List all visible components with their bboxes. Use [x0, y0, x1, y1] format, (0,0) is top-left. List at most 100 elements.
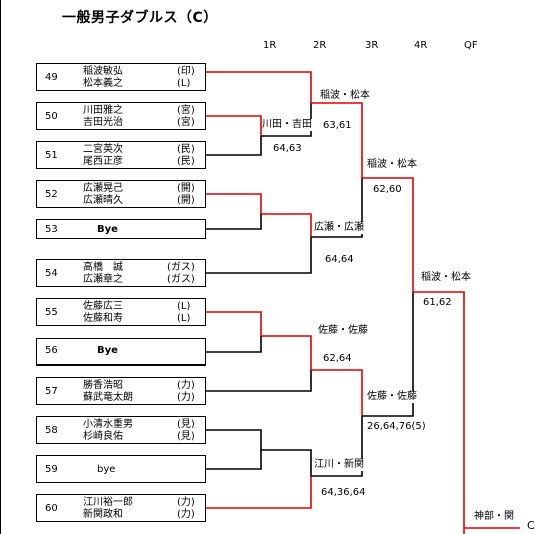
match-winner: 稲波・松本: [320, 90, 370, 102]
entry-box: 51 二宮英次 (民) 尾西正彦 (民): [36, 141, 206, 169]
entry-box: 49 稲波敏弘 (印) 松本義之 (L): [36, 63, 206, 91]
match-score: 64,63: [273, 143, 302, 154]
bracket-line-win: [206, 193, 312, 237]
player-affiliation: (ガス): [167, 262, 195, 273]
round-header-1r: 1R: [263, 40, 277, 51]
match-score: 63,61: [323, 120, 352, 131]
bracket-line: [206, 136, 262, 156]
player-affiliation: (開): [177, 195, 195, 206]
entry-box: 59 bye: [36, 455, 206, 483]
entry-box: 52 広瀬晃己 (開) 広瀬晴久 (開): [36, 180, 206, 208]
match-winner: 川田・吉田: [262, 119, 312, 131]
bracket-line: [206, 237, 312, 274]
player-name: 小清水重男: [83, 419, 133, 430]
player-name: 広瀬晃己: [83, 183, 123, 194]
bracket-line: [206, 336, 262, 353]
player-affiliation: (L): [177, 313, 191, 324]
bracket-line: [206, 214, 262, 230]
player-name: 松本義之: [83, 78, 123, 89]
left-border: [0, 0, 1, 534]
entry-seed: 60: [45, 503, 58, 514]
player-name: 江川裕一郎: [83, 497, 133, 508]
match-score: 26,64,76(5): [367, 421, 426, 432]
player-affiliation: (民): [177, 144, 195, 155]
bracket-line-win: [311, 102, 363, 178]
player-affiliation: (L): [177, 78, 191, 89]
player-name: 吉田光治: [83, 117, 123, 128]
round-header-qf: QF: [464, 40, 478, 51]
bracket-line-win: [206, 115, 262, 136]
bracket-line: [206, 370, 312, 392]
player-name: 二宮英次: [83, 144, 123, 155]
bracket-line: [311, 416, 363, 477]
entry-seed: 49: [45, 72, 58, 83]
match-winner: 稲波・松本: [367, 159, 417, 171]
bracket-line: [311, 178, 363, 238]
round-header-4r: 4R: [414, 40, 428, 51]
bracket-line-win: [206, 311, 312, 370]
player-affiliation: (民): [177, 156, 195, 167]
bye-label: Bye: [97, 345, 118, 356]
player-name: 新関政和: [83, 509, 123, 520]
entry-seed: 52: [45, 189, 58, 200]
entry-seed: 57: [45, 386, 58, 397]
entry-seed: 51: [45, 150, 58, 161]
bracket-line: [362, 292, 414, 417]
bracket-line-win: [362, 177, 414, 292]
player-name: 勝香浩昭: [83, 380, 123, 391]
player-affiliation: (力): [177, 497, 195, 508]
player-name: 杉崎良佑: [83, 431, 123, 442]
entry-seed: 59: [45, 464, 58, 475]
bye-label: Bye: [97, 224, 118, 235]
entry-box: 53 Bye: [36, 219, 206, 239]
bracket-line-win: [206, 476, 312, 509]
entry-seed: 50: [45, 111, 58, 122]
player-name: 広瀬晴久: [83, 195, 123, 206]
player-name: 蘇武竜太朗: [83, 392, 133, 403]
player-affiliation: (力): [177, 509, 195, 520]
match-score: 62,60: [373, 184, 402, 195]
match-winner: 広瀬・広瀬: [314, 222, 364, 234]
entry-box: 55 佐藤広三 (L) 佐藤和寿 (L): [36, 298, 206, 326]
bracket-line: [206, 450, 262, 470]
match-winner: 神部・関: [474, 511, 514, 523]
entry-seed: 55: [45, 307, 58, 318]
match-winner: 佐藤・佐藤: [367, 391, 417, 403]
bracket-line-win: [413, 291, 465, 534]
entry-box: 56 Bye: [36, 338, 206, 366]
page-title: 一般男子ダブルス（C）: [62, 10, 218, 26]
entry-box: 60 江川裕一郎 (力) 新関政和 (力): [36, 494, 206, 522]
entry-seed: 56: [45, 345, 58, 356]
entry-box: 50 川田雅之 (宮) 吉田光治 (宮): [36, 102, 206, 130]
player-affiliation: (宮): [177, 105, 195, 116]
player-affiliation: (L): [177, 301, 191, 312]
match-winner: 佐藤・佐藤: [318, 325, 368, 337]
match-score: 61,62: [423, 297, 452, 308]
match-score: 62,64: [323, 353, 352, 364]
player-name: 川田雅之: [83, 105, 123, 116]
player-name: 高橋 誠: [83, 262, 123, 273]
bracket-line: [261, 103, 312, 137]
round-header-3r: 3R: [365, 40, 379, 51]
player-name: 佐藤和寿: [83, 313, 123, 324]
bracket-line-win: [311, 369, 363, 416]
continuation-marker: C: [527, 519, 535, 532]
player-name: 尾西正彦: [83, 156, 123, 167]
entry-seed: 53: [45, 224, 58, 235]
bye-label: bye: [97, 464, 116, 475]
match-winner: 稲波・松本: [421, 272, 471, 284]
entry-seed: 54: [45, 268, 58, 279]
player-affiliation: (ガス): [167, 274, 195, 285]
player-affiliation: (見): [177, 419, 195, 430]
player-name: 佐藤広三: [83, 301, 123, 312]
match-score: 64,64: [325, 254, 354, 265]
bracket-line-win: [206, 71, 312, 103]
player-affiliation: (力): [177, 392, 195, 403]
round-header-2r: 2R: [313, 40, 327, 51]
player-affiliation: (見): [177, 431, 195, 442]
match-winner: 江川・新関: [314, 459, 364, 471]
player-name: 稲波敏弘: [83, 66, 123, 77]
player-affiliation: (印): [177, 66, 195, 77]
